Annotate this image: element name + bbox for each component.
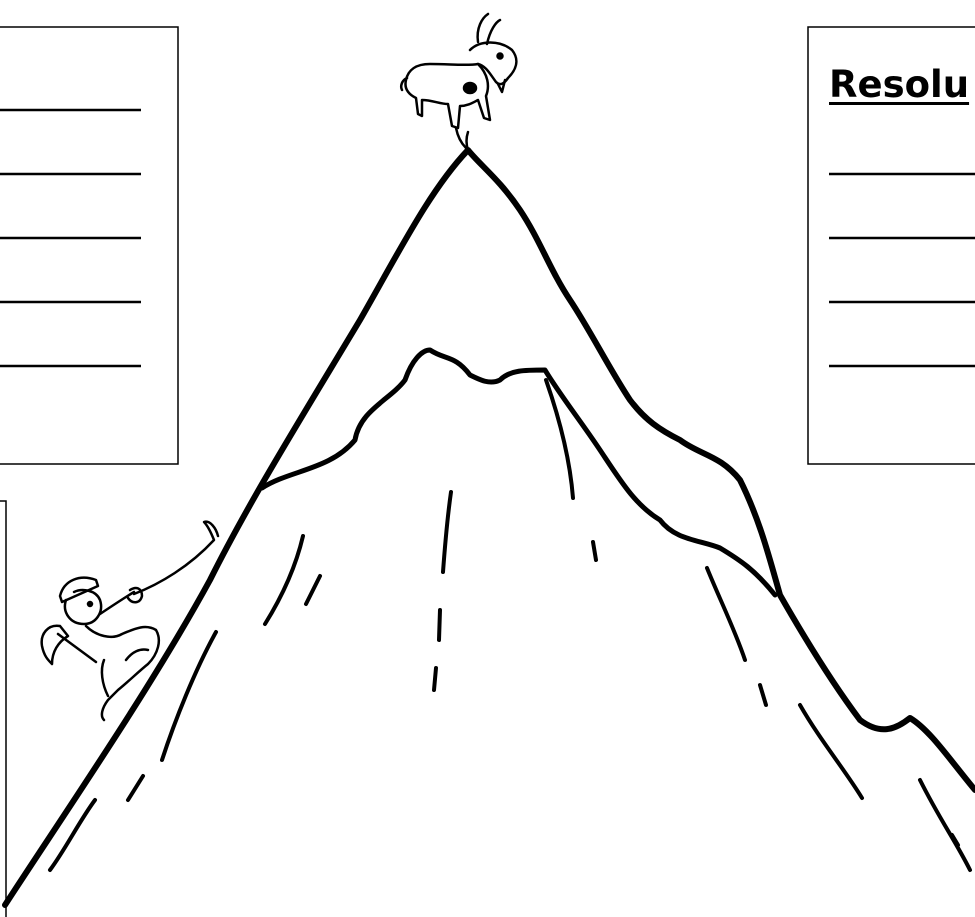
rock-stroke	[128, 776, 143, 800]
rock-stroke	[800, 705, 862, 798]
goat-illustration	[401, 14, 516, 150]
goat-horn	[478, 14, 488, 42]
rock-stroke	[760, 685, 766, 705]
rock-stroke	[920, 780, 970, 870]
snow-line	[262, 350, 775, 595]
rock-stroke	[265, 536, 303, 624]
lower-left-text-box	[0, 501, 6, 917]
rock-stroke	[707, 568, 745, 660]
rock-stroke	[434, 668, 436, 690]
mountain-outline	[5, 150, 975, 905]
ice-axe-handle	[58, 634, 96, 662]
climber-eye	[88, 602, 92, 606]
climber-body	[86, 626, 159, 720]
climber-arm	[100, 592, 134, 614]
resolution-label: Resolu	[829, 66, 969, 103]
goat-leg	[467, 132, 469, 150]
climber-illustration	[42, 522, 218, 720]
rock-stroke	[439, 610, 440, 640]
rock-stroke	[952, 835, 958, 845]
goat-eye	[498, 54, 503, 59]
climber-leg	[102, 660, 108, 696]
left-text-box	[0, 27, 178, 464]
goat-body	[405, 64, 490, 128]
climber-leg	[126, 649, 148, 660]
rock-stroke	[306, 576, 320, 604]
goat-leg	[456, 128, 466, 148]
climber-head	[65, 590, 101, 624]
ice-axe-head	[42, 626, 68, 664]
rock-stroke	[593, 542, 596, 560]
rock-stroke	[443, 492, 451, 572]
goat-horn	[487, 20, 500, 44]
goat-beard	[498, 80, 505, 92]
rock-stroke	[50, 800, 95, 870]
goat-spot	[464, 83, 476, 93]
rock-stroke	[546, 380, 573, 498]
mountain	[5, 150, 975, 905]
